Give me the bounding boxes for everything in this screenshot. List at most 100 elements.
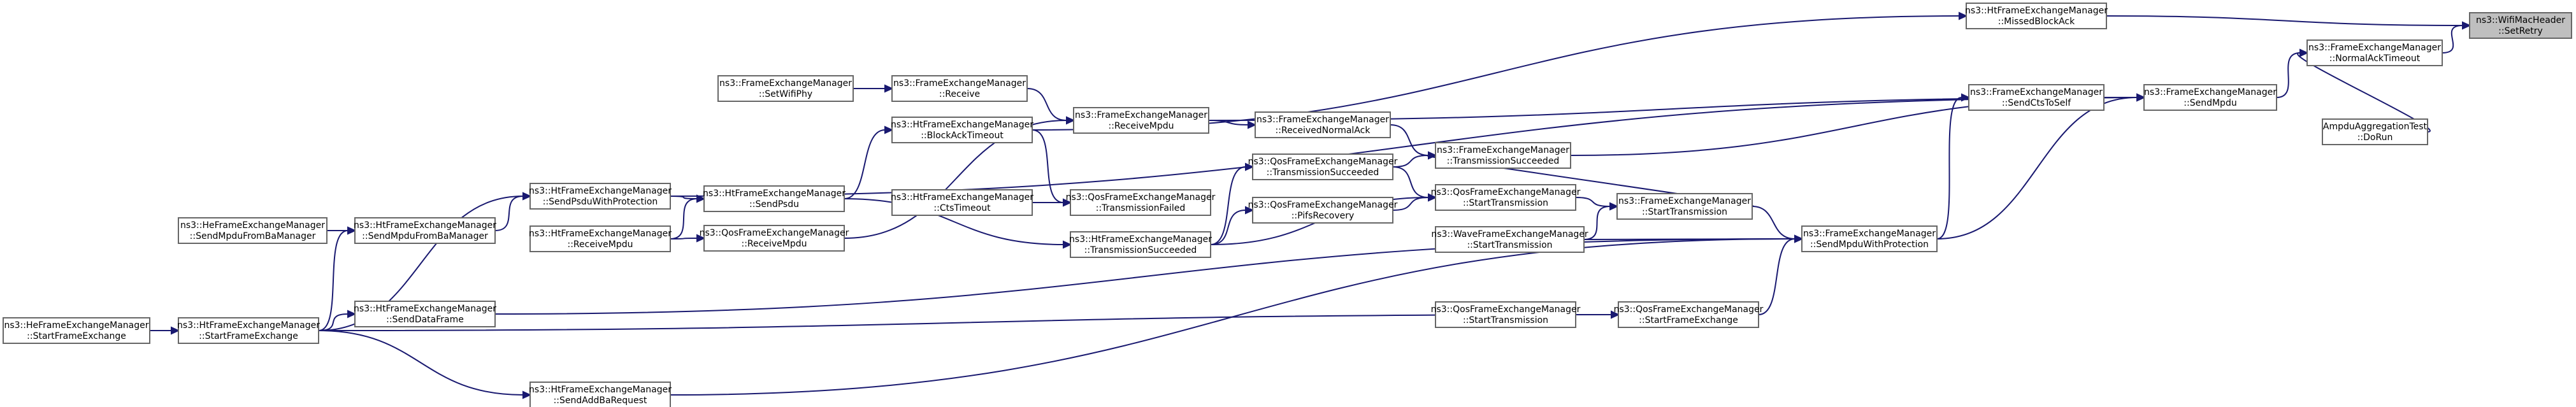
function-class-label: ns3::HtFrameExchangeManager <box>891 192 1033 203</box>
function-node[interactable]: ns3::HtFrameExchangeManager::CtsTimeout <box>891 189 1033 216</box>
function-node[interactable]: ns3::HtFrameExchangeManager::SendAddBaRe… <box>529 382 672 407</box>
function-method-label: ::SetWifiPhy <box>759 89 812 99</box>
function-method-label: ::DoRun <box>2357 132 2393 143</box>
function-class-label: ns3::HeFrameExchangeManager <box>4 320 148 331</box>
function-method-label: ::SendMpduFromBaManager <box>190 231 316 241</box>
call-edge <box>318 330 532 399</box>
function-method-label: ::StartTransmission <box>1642 207 1727 217</box>
function-method-label: ::ReceiveMpdu <box>568 239 633 250</box>
function-class-label: ns3::FrameExchangeManager <box>1618 196 1751 206</box>
function-node[interactable]: ns3::FrameExchangeManager::ReceivedNorma… <box>1255 111 1391 138</box>
function-node[interactable]: ns3::FrameExchangeManager::SendMpduWithP… <box>1801 225 1938 252</box>
call-edge <box>318 310 357 331</box>
function-method-label: ::BlockAckTimeout <box>921 131 1004 141</box>
function-method-label: ::SetRetry <box>2498 26 2543 36</box>
call-edge <box>2276 48 2309 98</box>
function-node[interactable]: ns3::FrameExchangeManager::StartTransmis… <box>1616 193 1753 220</box>
call-edge <box>1936 93 1971 239</box>
call-edge <box>1032 198 1072 207</box>
function-node[interactable]: ns3::HtFrameExchangeManager::ReceiveMpdu <box>529 225 672 252</box>
function-class-label: ns3::FrameExchangeManager <box>2308 43 2441 53</box>
function-node[interactable]: ns3::FrameExchangeManager::NormalAckTime… <box>2306 39 2443 66</box>
function-node[interactable]: ns3::HtFrameExchangeManager::BlockAckTim… <box>891 117 1033 143</box>
function-class-label: ns3::HtFrameExchangeManager <box>1965 6 2108 16</box>
function-class-label: ns3::FrameExchangeManager <box>1256 115 1389 125</box>
function-node[interactable]: ns3::FrameExchangeManager::Receive <box>891 75 1028 102</box>
function-node[interactable]: ns3::QosFrameExchangeManager::Transmissi… <box>1066 189 1216 216</box>
function-method-label: ::TransmissionFailed <box>1096 203 1186 213</box>
function-class-label: ns3::QosFrameExchangeManager <box>1248 157 1398 167</box>
function-class-label: ns3::FrameExchangeManager <box>719 78 852 89</box>
function-method-label: ::SendPsdu <box>749 199 799 210</box>
function-node[interactable]: ns3::WaveFrameExchangeManager::StartTran… <box>1431 226 1588 253</box>
function-node[interactable]: ns3::HtFrameExchangeManager::SendPsdu <box>703 185 845 212</box>
function-class-label: ns3::HtFrameExchangeManager <box>177 320 320 331</box>
function-class-label: ns3::WaveFrameExchangeManager <box>1431 229 1588 239</box>
function-method-label: ::ReceivedNormalAck <box>1276 125 1371 136</box>
function-node[interactable]: ns3::QosFrameExchangeManager::Transmissi… <box>1248 154 1398 180</box>
function-method-label: ::TransmissionSucceeded <box>1447 156 1560 166</box>
function-class-label: ns3::QosFrameExchangeManager <box>1431 304 1581 315</box>
call-edge <box>670 194 706 239</box>
function-node[interactable]: ns3::FrameExchangeManager::SendCtsToSelf <box>1968 84 2105 111</box>
function-node[interactable]: ns3::HtFrameExchangeManager::SendPsduWit… <box>529 183 672 210</box>
function-node[interactable]: ns3::FrameExchangeManager::SendMpdu <box>2143 84 2277 111</box>
function-method-label: ::StartTransmission <box>1463 198 1548 208</box>
function-node[interactable]: ns3::HeFrameExchangeManager::SendMpduFro… <box>178 217 327 244</box>
function-class-label: ns3::QosFrameExchangeManager <box>1066 192 1216 203</box>
function-class-label: ns3::HtFrameExchangeManager <box>1069 234 1212 245</box>
function-node[interactable]: ns3::FrameExchangeManager::ReceiveMpdu <box>1073 107 1209 134</box>
call-edge <box>844 198 1072 249</box>
function-method-label: ::SendDataFrame <box>386 315 464 325</box>
call-edge <box>326 226 357 235</box>
function-node[interactable]: ns3::QosFrameExchangeManager::ReceiveMpd… <box>700 225 849 252</box>
function-node[interactable]: ns3::QosFrameExchangeManager::StartTrans… <box>1431 301 1581 328</box>
function-class-label: AmpduAggregationTest <box>2323 122 2428 132</box>
call-edge <box>1032 129 1072 207</box>
call-edge <box>670 234 706 243</box>
function-node[interactable]: ns3::HtFrameExchangeManager::MissedBlock… <box>1965 3 2108 29</box>
call-edge <box>1208 120 1257 129</box>
function-class-label: ns3::FrameExchangeManager <box>1437 145 1569 155</box>
function-node[interactable]: ns3::QosFrameExchangeManager::StartFrame… <box>1614 301 1764 328</box>
function-class-label: ns3::HtFrameExchangeManager <box>354 304 496 314</box>
function-node[interactable]: ns3::HtFrameExchangeManager::Transmissio… <box>1069 231 1212 258</box>
function-node[interactable]: AmpduAggregationTest::DoRun <box>2322 118 2428 145</box>
function-method-label: ::SendMpdu <box>2184 98 2236 108</box>
function-class-label: ns3::FrameExchangeManager <box>2144 87 2277 97</box>
call-edge <box>1758 234 1804 315</box>
function-node[interactable]: ns3::FrameExchangeManager::TransmissionS… <box>1435 142 1571 169</box>
function-method-label: ::SendPsduWithProtection <box>543 197 658 207</box>
call-edge <box>1936 93 2146 239</box>
function-class-label: ns3::HtFrameExchangeManager <box>891 120 1033 130</box>
call-edge <box>318 310 1620 331</box>
function-method-label: ::Receive <box>939 89 980 99</box>
function-class-label: ns3::HeFrameExchangeManager <box>180 220 325 231</box>
function-class-label: ns3::QosFrameExchangeManager <box>1431 187 1581 197</box>
function-class-label: ns3::HtFrameExchangeManager <box>703 189 845 199</box>
function-method-label: ::PifsRecovery <box>1292 211 1355 221</box>
function-node[interactable]: ns3::HtFrameExchangeManager::SendDataFra… <box>354 301 496 327</box>
function-node[interactable]: ns3::QosFrameExchangeManager::PifsRecove… <box>1248 197 1398 224</box>
function-method-label: ::SendAddBaRequest <box>554 396 647 406</box>
function-class-label: ns3::QosFrameExchangeManager <box>700 228 849 238</box>
function-class-label: ns3::HtFrameExchangeManager <box>529 229 672 239</box>
function-method-label: ::MissedBlockAck <box>1998 17 2075 27</box>
function-node[interactable]: ns3::HeFrameExchangeManager::StartFrameE… <box>3 317 150 344</box>
root-function-node: ns3::WifiMacHeader::SetRetry <box>2469 12 2572 39</box>
function-node[interactable]: ns3::FrameExchangeManager::SetWifiPhy <box>717 75 854 102</box>
function-node[interactable]: ns3::HtFrameExchangeManager::StartFrameE… <box>177 317 320 344</box>
function-method-label: ::ReceiveMpdu <box>742 239 807 249</box>
call-edge <box>853 84 894 93</box>
function-node[interactable]: ns3::QosFrameExchangeManager::StartTrans… <box>1431 184 1581 211</box>
function-class-label: ns3::FrameExchangeManager <box>1970 87 2103 97</box>
function-method-label: ::TransmissionSucceeded <box>1084 245 1197 255</box>
call-edge <box>670 93 2146 197</box>
function-method-label: ::StartTransmission <box>1463 315 1548 325</box>
function-node[interactable]: ns3::HtFrameExchangeManager::SendMpduFro… <box>354 217 496 244</box>
function-class-label: ns3::QosFrameExchangeManager <box>1614 304 1764 315</box>
function-method-label: ::TransmissionSucceeded <box>1267 168 1379 178</box>
function-method-label: ::NormalAckTimeout <box>2329 54 2421 64</box>
function-method-label: ::StartTransmission <box>1467 240 1552 250</box>
